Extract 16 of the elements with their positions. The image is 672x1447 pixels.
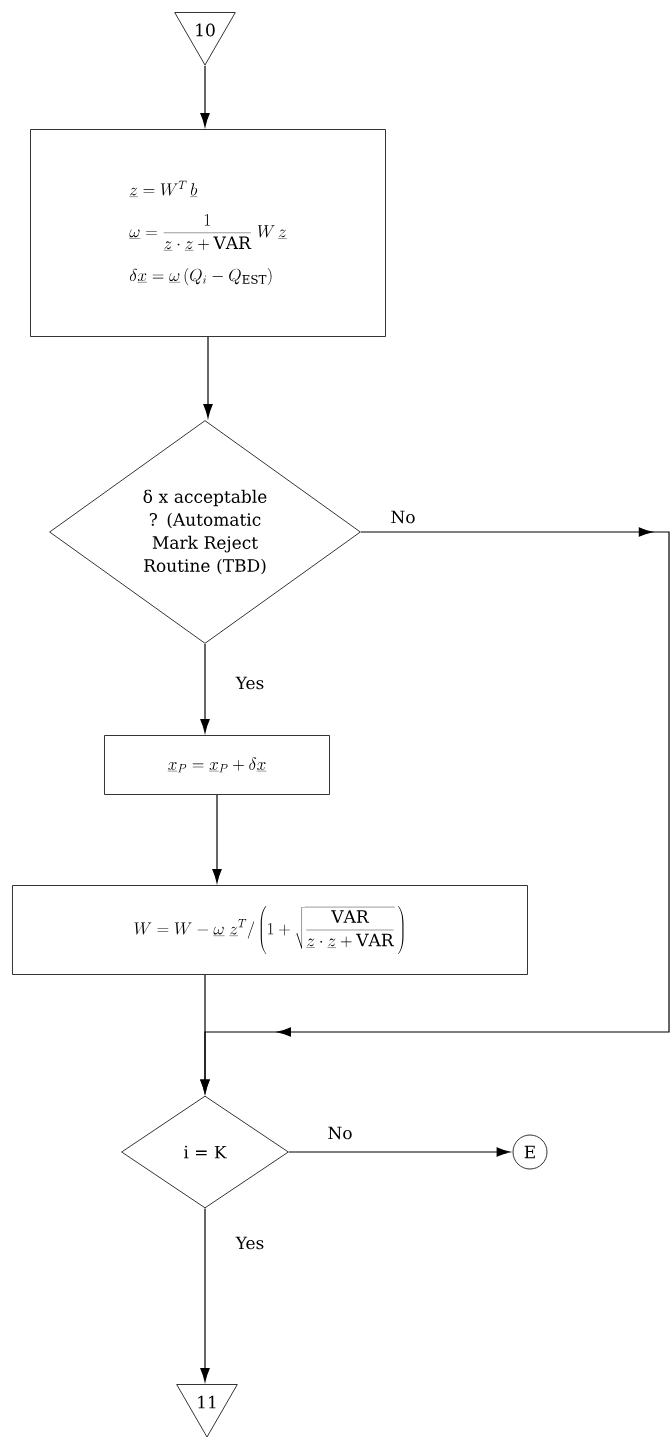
offpage-connector: 10 — [174, 12, 236, 66]
offpage-connector: 11 — [176, 1384, 238, 1438]
process-box: $\underline{z} = W^{T}\,\underline{b}$ $\underline{\omega} = \frac{1}{\underline{z}\cdot\underline{z} + \mathrm{VAR}}\;W\,\underline{z}$ $\delta\underline{x} = \underline{\omega}\,(Q_{i} - Q_{\mathrm{EST}})$ — [30, 129, 386, 337]
edge-label: Yes — [234, 675, 266, 691]
process-box: $W = W - \underline{\omega}\;\underline{z}^{T} \Big/ \left(1 + \sqrt{\frac{\mathrm{VAR}}{\underline{z}\cdot\underline{z} + \mathrm{VAR}}}\,\right)$ — [12, 885, 528, 975]
arrow — [200, 1207, 210, 1382]
arrow — [203, 336, 213, 418]
edge-label: No — [326, 1125, 354, 1141]
edge-label: No — [389, 509, 417, 525]
arrow — [200, 65, 210, 127]
arrow — [200, 527, 670, 1094]
edge-label: Yes — [234, 1235, 266, 1251]
arrow — [212, 794, 222, 883]
process-box: $\underline{x}_{P} = \underline{x}_{P} + \delta\underline{x}$ — [104, 735, 330, 795]
arrow — [200, 643, 210, 733]
arrow — [288, 1147, 511, 1157]
